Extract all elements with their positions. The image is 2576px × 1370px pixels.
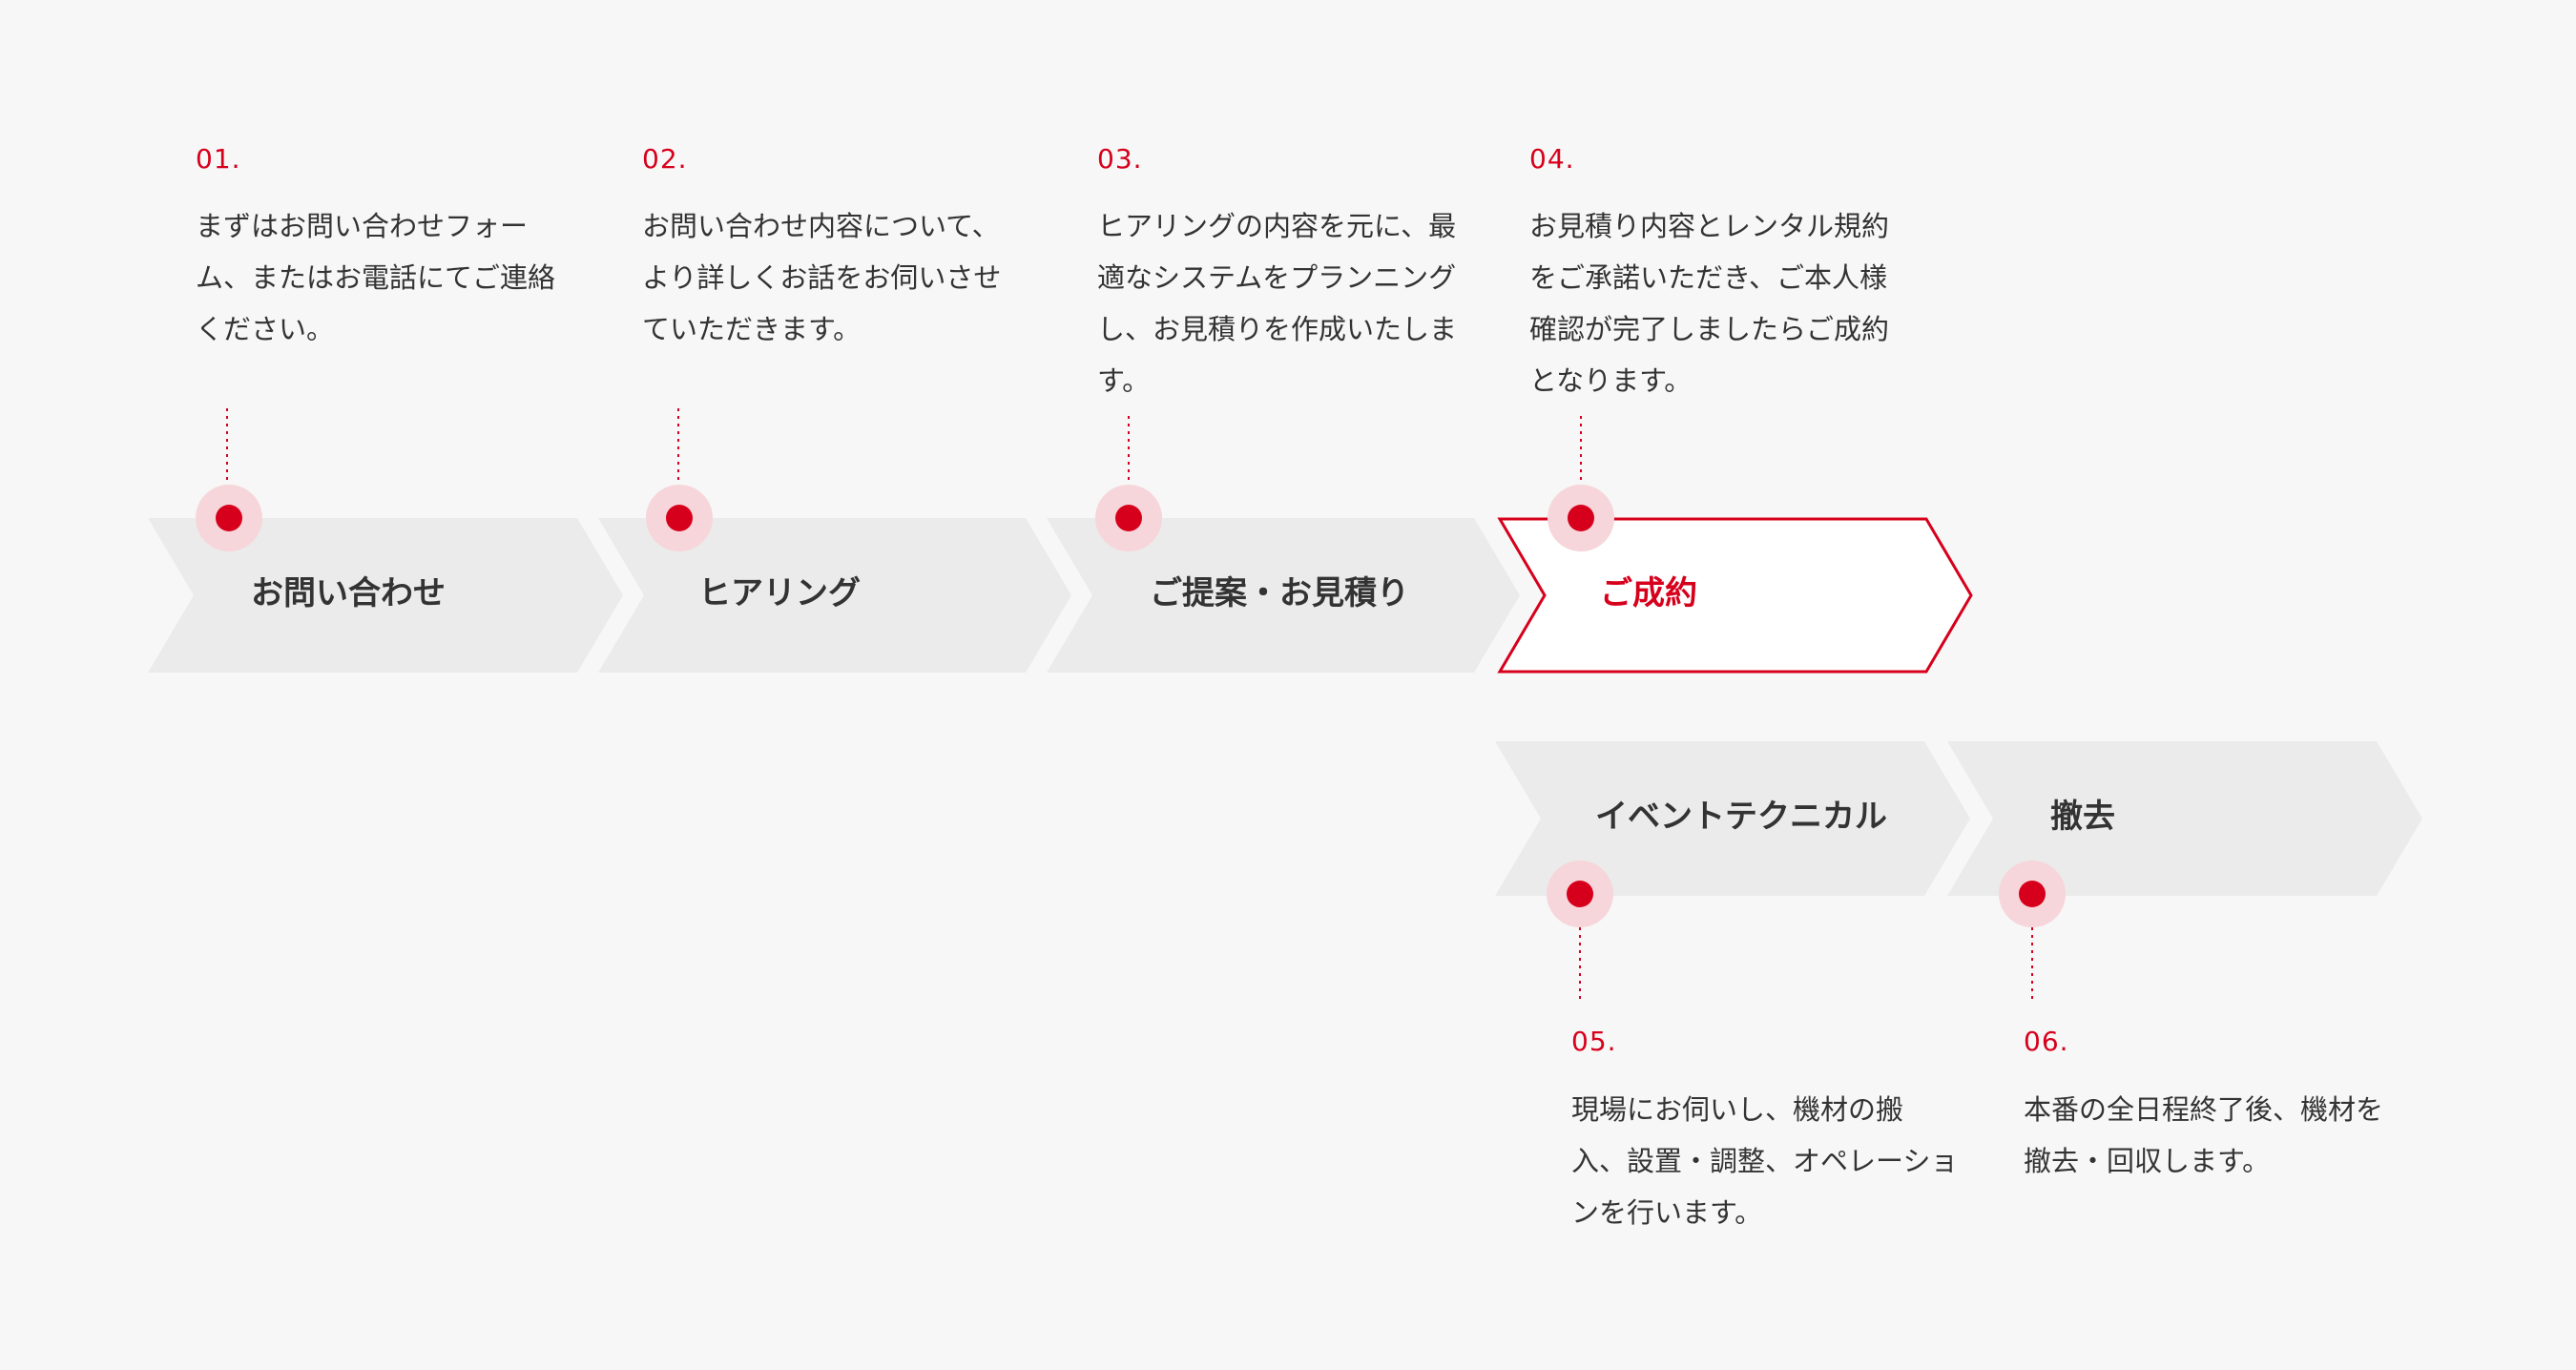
dot-step-2 xyxy=(646,485,713,551)
chevron-step-2 xyxy=(598,518,1071,673)
step-description-6: 本番の全日程終了後、機材を 撤去・回収します。 xyxy=(2024,1093,2384,1177)
chevron-step-6 xyxy=(1947,741,2422,896)
step-label-6: 撤去 xyxy=(2050,798,2115,836)
dot-step-4 xyxy=(1548,485,1614,551)
step-description-5: 現場にお伺いし、機材の搬 入、設置・調整、オペレーショ ンを行います。 xyxy=(1571,1093,1959,1229)
dot-step-3 xyxy=(1095,485,1162,551)
chevron-step-3 xyxy=(1047,518,1520,673)
step-number-6: 06. xyxy=(2024,1026,2069,1057)
step-number-4: 04. xyxy=(1529,143,1575,175)
chevron-step-1 xyxy=(148,518,623,673)
step-label-5: イベントテクニカル xyxy=(1595,798,1887,836)
step-description-1: まずはお問い合わせフォー ム、またはお電話にてご連絡 ください。 xyxy=(196,210,556,345)
step-number-5: 05. xyxy=(1571,1026,1617,1057)
step-number-1: 01. xyxy=(196,143,241,175)
dot-step-5 xyxy=(1547,861,1613,927)
dot-step-6 xyxy=(1999,861,2066,927)
dot-step-1 xyxy=(196,485,262,551)
step-label-4: ご成約 xyxy=(1600,574,1697,612)
step-description-3: ヒアリングの内容を元に、最 適なシステムをプランニング し、お見積りを作成いたし… xyxy=(1097,210,1458,397)
chevron-step-4 xyxy=(1497,517,1973,674)
step-label-2: ヒアリング xyxy=(698,574,861,612)
step-description-2: お問い合わせ内容について、 より詳しくお話をお伺いさせ ていただきます。 xyxy=(642,210,1002,345)
chevron-step-5 xyxy=(1495,741,1970,896)
step-label-1: お問い合わせ xyxy=(251,574,446,612)
step-number-2: 02. xyxy=(642,143,688,175)
step-label-3: ご提案・お見積り xyxy=(1150,574,1409,612)
step-number-3: 03. xyxy=(1097,143,1143,175)
step-description-4: お見積り内容とレンタル規約 をご承諾いただき、ご本人様 確認が完了しましたらご成… xyxy=(1529,210,1890,397)
